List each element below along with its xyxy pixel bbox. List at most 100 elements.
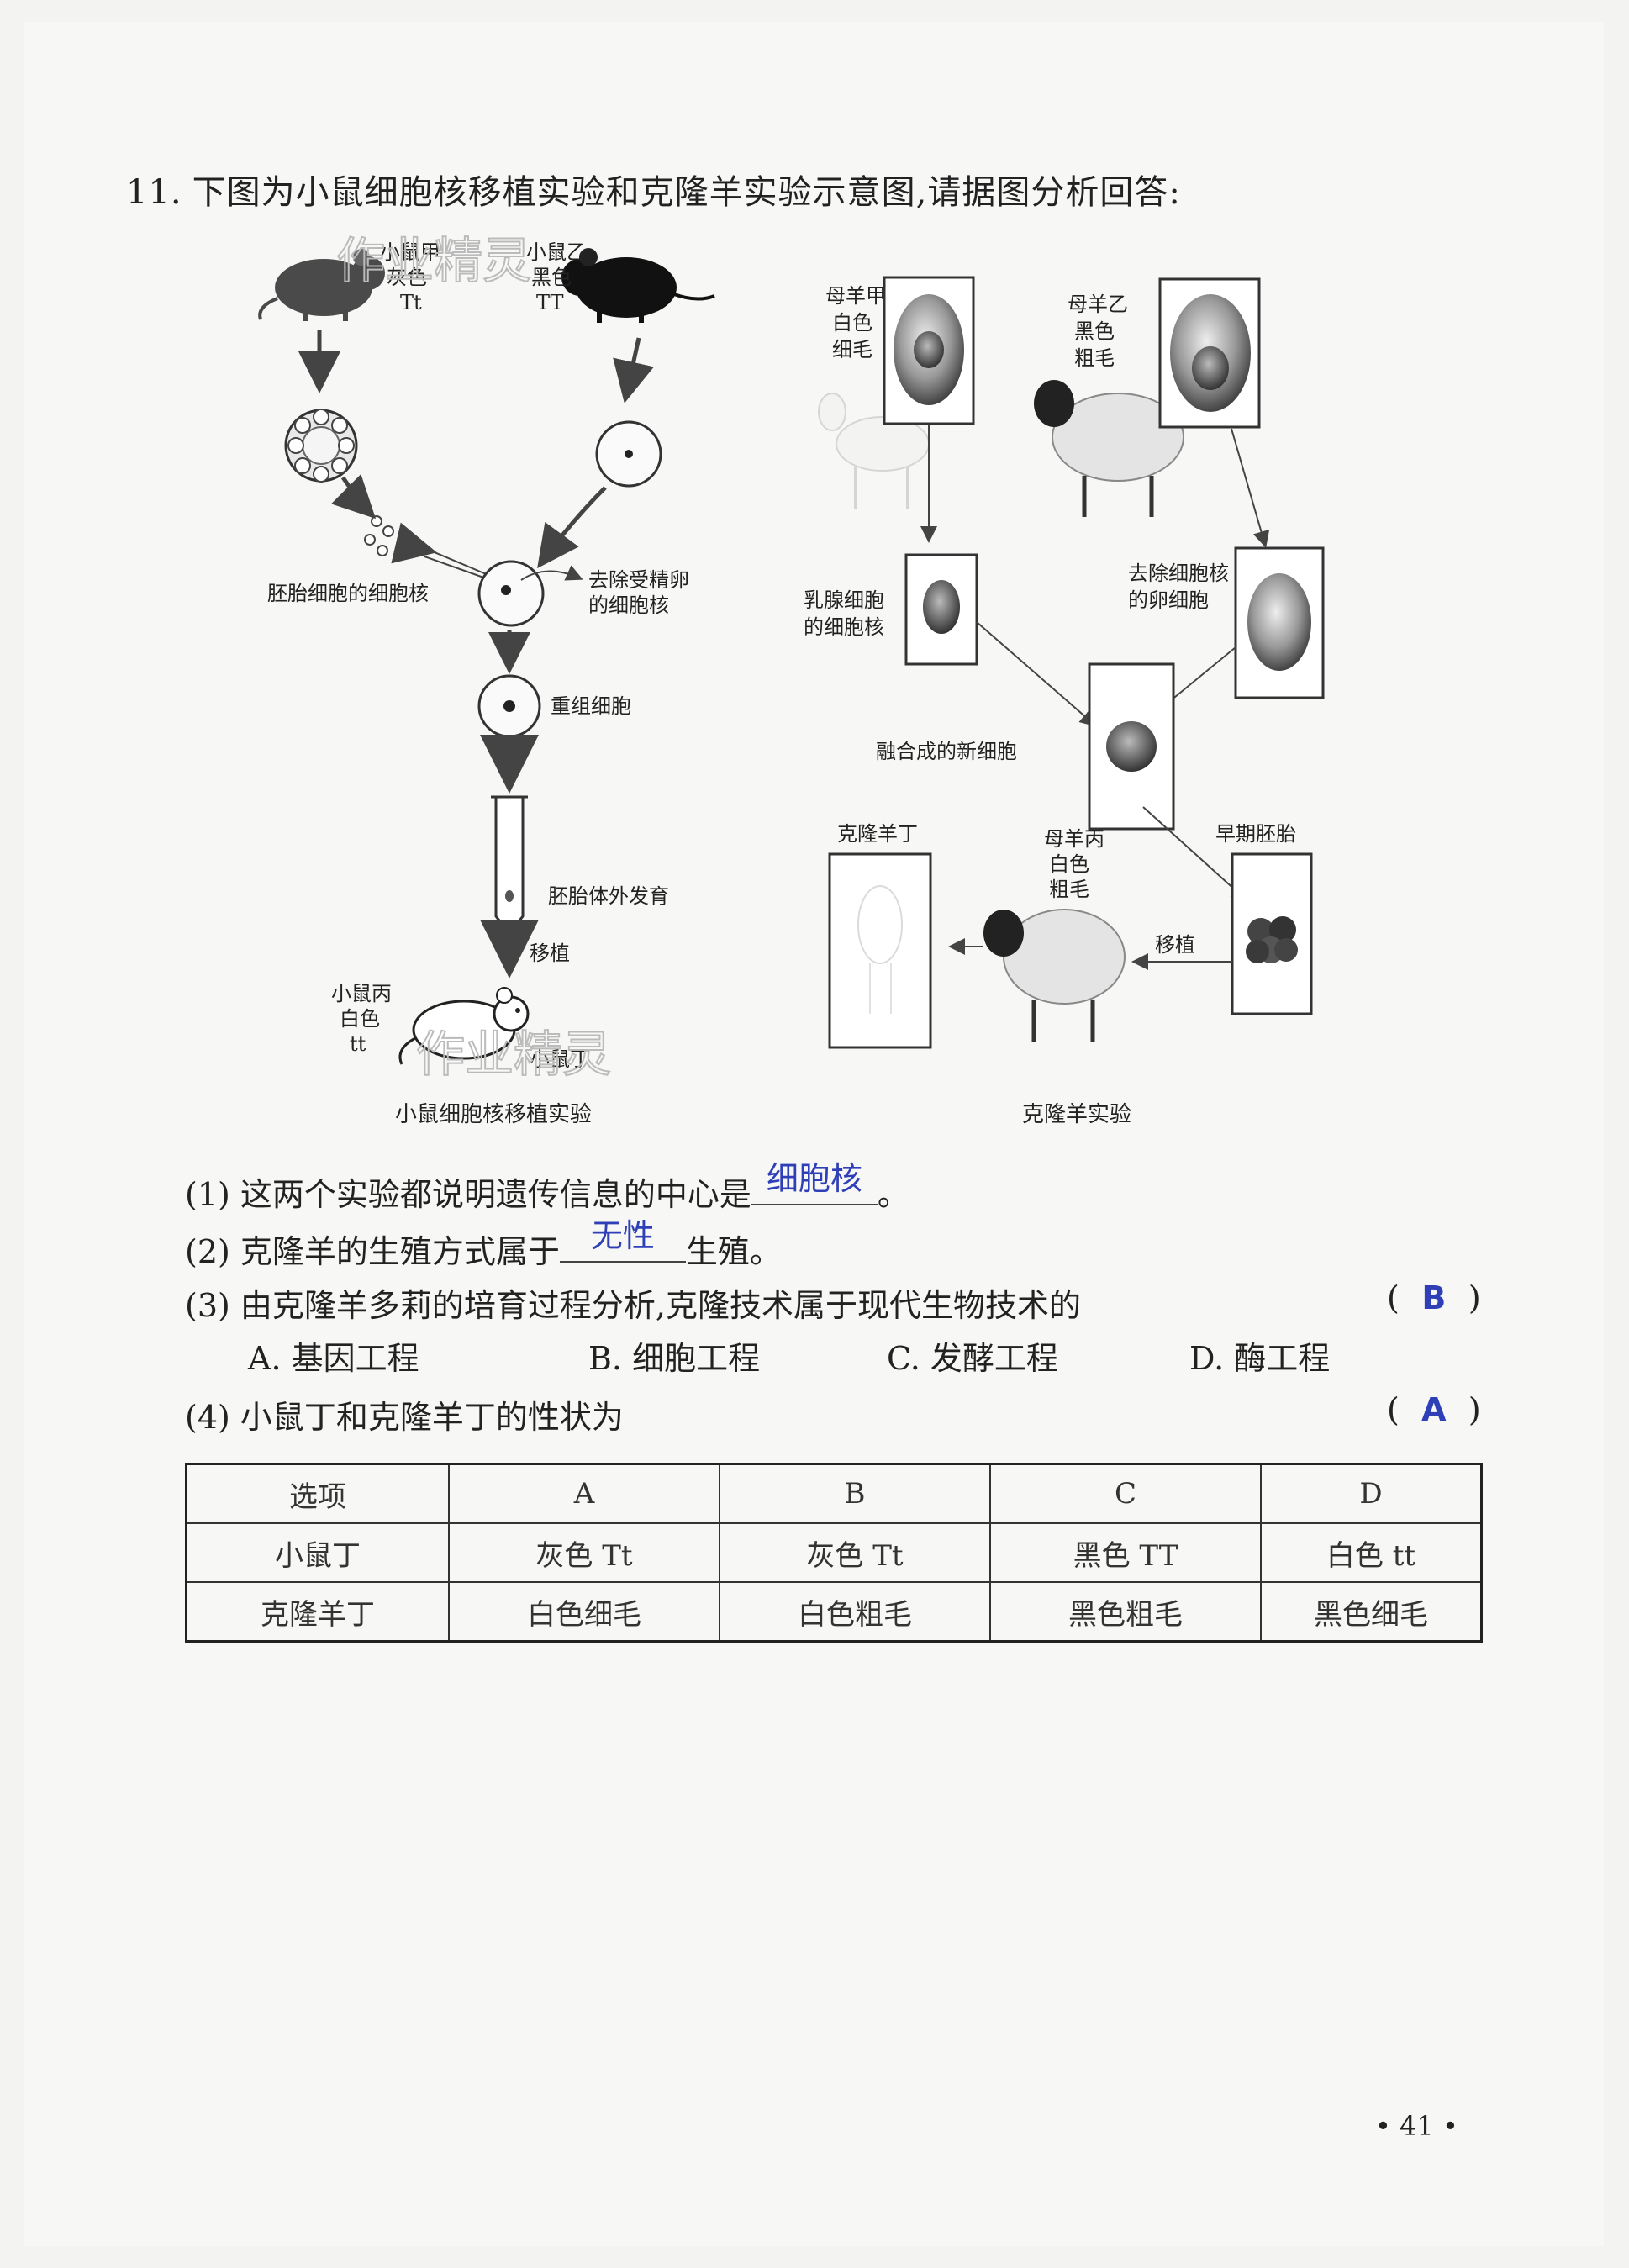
table-cell: 黑色粗毛 [989, 1581, 1262, 1643]
question-number: 11. [126, 173, 182, 212]
test-tube-icon [491, 795, 528, 927]
q4-text: (4) 小鼠丁和克隆羊丁的性状为 [185, 1399, 624, 1436]
mouse-a-color: 灰色 [387, 266, 427, 289]
table-cell: 灰色 Tt [719, 1522, 991, 1583]
sheep-experiment: 母羊甲 白色 细毛 母羊乙 黑色 粗毛 乳腺细胞 的细胞核 [804, 276, 1325, 1127]
q1-text: (1) 这两个实验都说明遗传信息的中心是 [185, 1176, 751, 1213]
sheep-transplant-label: 移植 [1155, 933, 1195, 957]
mouse-a-icon [258, 249, 385, 321]
ewe-b-fur: 粗毛 [1074, 346, 1115, 370]
mouse-a-name: 小鼠甲 [380, 240, 440, 264]
arrow [520, 565, 583, 581]
experiment-diagram: 小鼠甲 灰色 Tt 作业精灵 小鼠乙 黑色 TT [244, 227, 1387, 1135]
table-header-row: 选项 A B C D [185, 1463, 1483, 1524]
remove-nucleus-label-1: 去除受精卵 [588, 568, 689, 592]
fertilized-egg-icon [595, 420, 662, 488]
table-cell: 灰色 Tt [448, 1522, 720, 1583]
sheep-caption: 克隆羊实验 [1022, 1102, 1131, 1127]
recombined-cell-icon [477, 674, 541, 738]
q2-blank[interactable]: 无性 [559, 1217, 686, 1263]
arrow [1231, 428, 1270, 548]
arrow [613, 337, 655, 403]
q4-close-paren: ) [1468, 1391, 1481, 1428]
ewe-a-name: 母羊甲 [825, 284, 886, 308]
ewe-c-color: 白色 [1049, 852, 1089, 876]
table-cell: 黑色细毛 [1260, 1581, 1483, 1643]
egg-receiving-nucleus-icon [477, 560, 545, 627]
mammary-nucleus-icon [923, 580, 960, 634]
remove-nucleus-label-2: 的细胞核 [588, 593, 669, 617]
early-embryo-icon [1246, 916, 1298, 963]
mouse-a-genotype: Tt [400, 291, 422, 314]
recombined-cell-label: 重组细胞 [551, 694, 631, 718]
subquestion-3: (3) 由克隆羊多莉的培育过程分析,克隆技术属于现代生物技术的 [185, 1279, 1081, 1326]
black-faced-sheep-icon [1034, 380, 1184, 517]
q3-option-b[interactable]: B. 细胞工程 [588, 1340, 761, 1377]
table-cell: 黑色 TT [989, 1522, 1262, 1583]
question-title: 11.下图为小鼠细胞核移植实验和克隆羊实验示意图,请据图分析回答: [126, 165, 1181, 214]
mammary-label-1: 乳腺细胞 [804, 588, 884, 612]
mouse-experiment: 小鼠甲 灰色 Tt 作业精灵 小鼠乙 黑色 TT [258, 231, 715, 1127]
table-cell: 克隆羊丁 [185, 1581, 450, 1643]
arrow [976, 621, 1098, 727]
ewe-b-name: 母羊乙 [1068, 293, 1128, 316]
clone-sheep-icon [857, 885, 903, 1014]
table-header-cell: D [1260, 1463, 1483, 1524]
q4-answer-bracket[interactable]: (A) [1387, 1391, 1481, 1428]
watermark-top: 作业精灵 [336, 232, 531, 289]
mouse-c-color: 白色 [340, 1007, 380, 1031]
arrow [331, 474, 377, 520]
table-header-cell: C [989, 1463, 1262, 1524]
q3-option-c[interactable]: C. 发酵工程 [887, 1340, 1058, 1377]
ewe-c-sheep-icon [983, 909, 1126, 1042]
embryo-cells-icon [364, 515, 394, 556]
table-header-cell: A [448, 1463, 720, 1524]
egg-a-nucleus-icon [914, 331, 944, 368]
white-sheep-icon [818, 393, 930, 509]
mouse-b-genotype: TT [536, 291, 563, 314]
q3-text: (3) 由克隆羊多莉的培育过程分析,克隆技术属于现代生物技术的 [185, 1287, 1081, 1324]
subquestion-4: (4) 小鼠丁和克隆羊丁的性状为 [185, 1391, 624, 1437]
page [24, 22, 1604, 2246]
clone-label: 克隆羊丁 [837, 822, 918, 846]
arrow [391, 522, 437, 564]
ewe-c-name: 母羊丙 [1044, 827, 1104, 851]
q3-option-a[interactable]: A. 基因工程 [248, 1340, 419, 1377]
in-vitro-label: 胚胎体外发育 [548, 884, 669, 908]
page-number: • 41 • [1375, 2110, 1458, 2142]
q1-end: 。 [877, 1176, 909, 1213]
mouse-c-name: 小鼠丙 [331, 982, 392, 1005]
ewe-a-fur: 细毛 [832, 338, 872, 361]
embryo-cluster-icon [284, 409, 358, 483]
enucleated-label-2: 的卵细胞 [1128, 588, 1209, 612]
watermark-bottom: 作业精灵 [416, 1026, 611, 1083]
q1-blank[interactable]: 细胞核 [751, 1160, 878, 1205]
q3-option-d[interactable]: D. 酶工程 [1189, 1340, 1331, 1377]
q4-open-paren: ( [1387, 1391, 1400, 1428]
table-header-cell: B [719, 1463, 991, 1524]
mouse-b-icon [561, 248, 715, 323]
options-table: 选项 A B C D 小鼠丁 灰色 Tt 灰色 Tt 黑色 TT 白色 tt 克… [185, 1463, 1483, 1643]
q2-end: 生殖。 [685, 1233, 782, 1270]
mouse-c-genotype: tt [350, 1032, 366, 1056]
fused-cell-icon [1106, 721, 1157, 772]
mouse-caption: 小鼠细胞核移植实验 [395, 1102, 592, 1127]
q2-answer: 无性 [590, 1217, 655, 1254]
mouse-d-label: 小鼠丁 [530, 1047, 590, 1071]
egg-b-nucleus-icon [1192, 346, 1229, 390]
embryo-nucleus-label: 胚胎细胞的细胞核 [267, 582, 429, 605]
table-cell: 白色细毛 [448, 1581, 720, 1643]
table-cell: 白色粗毛 [719, 1581, 991, 1643]
clone-frame [828, 852, 932, 1049]
q3-answer-bracket[interactable]: ( B) [1387, 1279, 1481, 1316]
ewe-c-fur: 粗毛 [1049, 878, 1089, 901]
q3-close-paren: ) [1468, 1279, 1481, 1316]
subquestion-1: (1) 这两个实验都说明遗传信息的中心是细胞核。 [185, 1160, 909, 1215]
q3-answer: B [1421, 1279, 1447, 1316]
diagram-svg: 小鼠甲 灰色 Tt 作业精灵 小鼠乙 黑色 TT [258, 231, 1325, 1127]
q3-open-paren: ( [1387, 1279, 1400, 1316]
table-cell: 白色 tt [1260, 1522, 1483, 1583]
table-cell: 小鼠丁 [185, 1522, 450, 1583]
table-row: 小鼠丁 灰色 Tt 灰色 Tt 黑色 TT 白色 tt [185, 1522, 1483, 1583]
mouse-b-name: 小鼠乙 [526, 240, 587, 264]
